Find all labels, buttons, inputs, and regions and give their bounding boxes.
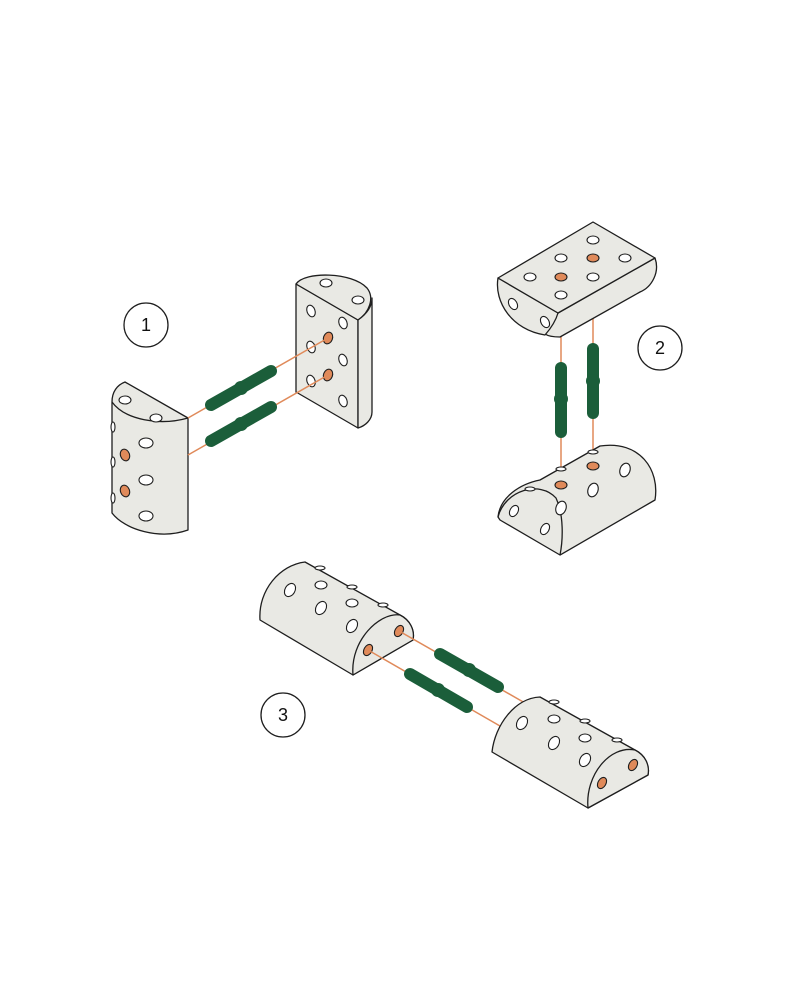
step-1-label: 1 <box>123 302 169 348</box>
peg <box>434 648 504 693</box>
peg <box>205 365 277 411</box>
step-1-block-left <box>110 381 189 535</box>
step-1-group: 1 <box>110 274 373 535</box>
step-3-block-left <box>259 561 415 676</box>
peg <box>205 401 277 447</box>
step-2-number: 2 <box>655 338 665 358</box>
peg <box>404 668 473 713</box>
step-2-block-top <box>496 221 658 338</box>
step-1-number: 1 <box>141 315 151 335</box>
step-3-group: 3 <box>259 561 650 809</box>
step-3-number: 3 <box>278 705 288 725</box>
step-2-label: 2 <box>637 325 683 371</box>
step-2-block-bottom <box>497 444 657 556</box>
step-3-label: 3 <box>260 692 306 738</box>
step-3-block-right <box>491 696 650 809</box>
peg <box>586 343 600 419</box>
step-1-block-right <box>295 274 373 429</box>
step-2-group: 2 <box>496 221 683 556</box>
peg <box>554 362 568 438</box>
